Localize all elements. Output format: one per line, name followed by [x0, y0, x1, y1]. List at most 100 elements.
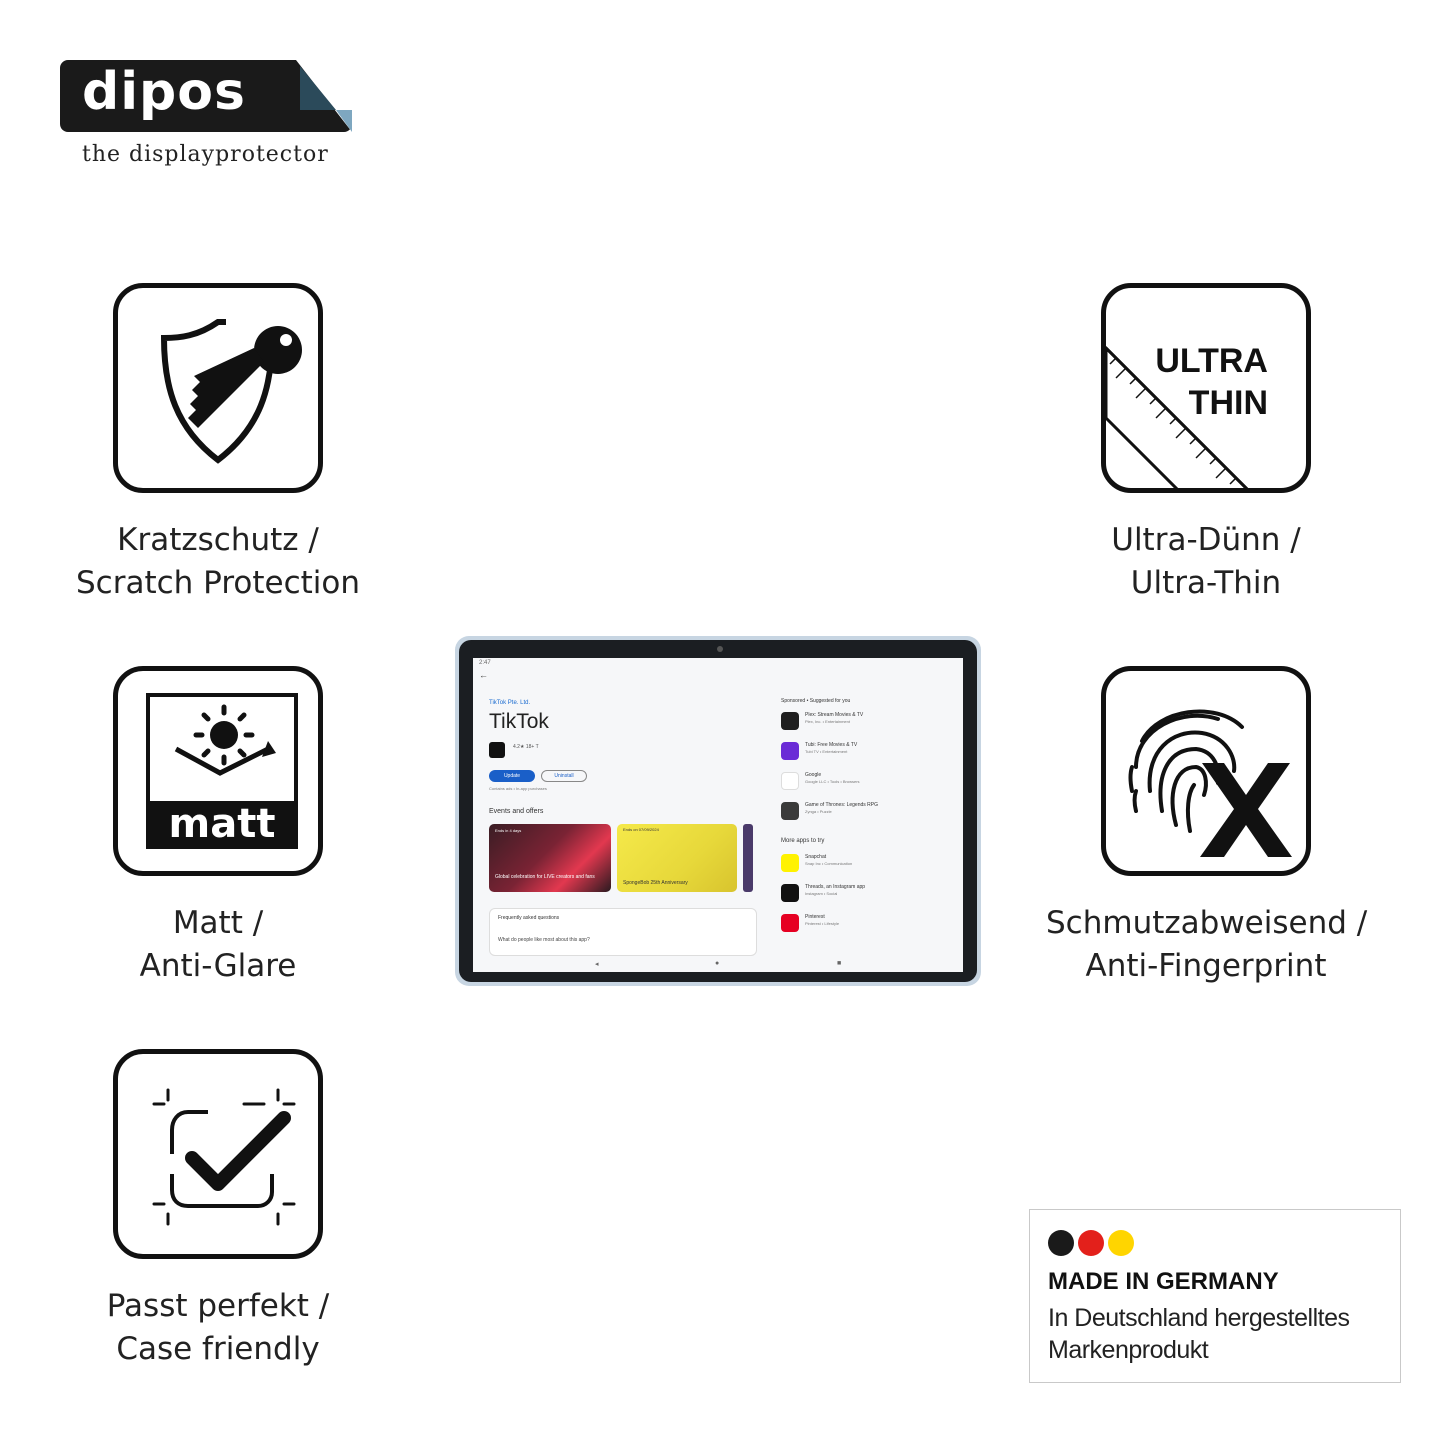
feature-caption: Kratzschutz / Scratch Protection — [58, 519, 378, 605]
logo-tagline: the displayprotector — [82, 142, 329, 167]
list-item[interactable]: Pinterest Pinterest • Lifestyle — [781, 912, 957, 942]
faq-title: Frequently asked questions — [498, 915, 560, 921]
feature-caption: Ultra-Dünn / Ultra-Thin — [1046, 519, 1366, 605]
caption-de: Matt / — [172, 905, 264, 941]
feature-caption: Matt / Anti-Glare — [58, 902, 378, 988]
feature-tile — [1101, 666, 1311, 876]
app-sub: Google LLC • Tools • Browsers — [805, 779, 860, 784]
app-icon — [781, 914, 799, 932]
contains-ads-note: Contains ads • In-app purchases — [489, 786, 547, 791]
feature-scratch-protection: Kratzschutz / Scratch Protection — [58, 283, 378, 605]
logo-box: dipos — [60, 60, 352, 132]
app-icon — [781, 802, 799, 820]
caption-de: Kratzschutz / — [117, 522, 319, 558]
app-name: Snapchat — [805, 854, 827, 860]
list-item[interactable]: Snapchat Snap Inc • Communication — [781, 852, 957, 882]
app-name: Plex: Stream Movies & TV — [805, 712, 864, 718]
thin-label: THIN — [1188, 384, 1268, 422]
list-item[interactable]: Google Google LLC • Tools • Browsers — [781, 770, 957, 800]
gold-dot-icon — [1108, 1230, 1134, 1256]
made-in-germany-subtitle: In Deutschland hergestelltes Markenprodu… — [1048, 1302, 1350, 1366]
feature-tile — [113, 283, 323, 493]
nav-recents-icon[interactable]: ■ — [837, 960, 842, 967]
made-in-germany-badge: MADE IN GERMANY In Deutschland hergestel… — [1029, 1209, 1401, 1383]
nav-home-icon[interactable]: ● — [715, 960, 720, 967]
app-icon — [781, 712, 799, 730]
app-name: Game of Thrones: Legends RPG — [805, 802, 879, 808]
fingerprint-x-icon — [1128, 709, 1292, 857]
nav-bar: ◂ ● ■ — [473, 958, 963, 972]
caption-de: Schmutzabweisend / — [1046, 905, 1368, 941]
update-button[interactable]: Update — [489, 770, 535, 782]
app-name: Google — [805, 772, 822, 778]
sun-reflection-icon — [174, 704, 276, 776]
feature-tile: ULTRA THIN — [1101, 283, 1311, 493]
made-in-germany-title: MADE IN GERMANY — [1048, 1268, 1279, 1295]
feature-caption: Schmutzabweisend / Anti-Fingerprint — [1046, 902, 1368, 988]
nav-back-icon[interactable]: ◂ — [595, 961, 599, 968]
app-sub: Pinterest • Lifestyle — [805, 921, 840, 926]
suggestions-panel: Sponsored • Suggested for you Plex: Stre… — [781, 698, 957, 942]
list-item[interactable]: Tubi: Free Movies & TV Tubi TV • Enterta… — [781, 740, 957, 770]
logo-wordmark: dipos — [82, 62, 246, 122]
ultra-thin-label: ULTRA THIN — [1148, 340, 1268, 424]
list-item[interactable]: Plex: Stream Movies & TV Plex, Inc. • En… — [781, 710, 957, 740]
event-card[interactable]: Ends in 4 days Global celebration for LI… — [489, 824, 611, 892]
events-title: Events and offers — [489, 808, 544, 815]
event-card-badge: Ends on 07/09/2024 — [623, 827, 659, 832]
app-name: Tubi: Free Movies & TV — [805, 742, 858, 748]
brand-logo: dipos the displayprotector — [60, 60, 360, 180]
caption-de: Passt perfekt / — [106, 1288, 330, 1324]
event-card[interactable] — [743, 824, 753, 892]
event-card-badge: Ends in 4 days — [495, 828, 522, 833]
matt-label: matt — [146, 801, 298, 849]
caption-en: Ultra-Thin — [1130, 565, 1282, 601]
list-item[interactable]: Threads, an Instagram app Instagram • So… — [781, 882, 957, 912]
caption-en: Scratch Protection — [76, 565, 360, 601]
app-sub: Tubi TV • Entertainment — [805, 749, 848, 754]
faq-question[interactable]: What do people like most about this app? — [498, 937, 590, 943]
feature-tile: matt — [113, 666, 323, 876]
app-icon — [781, 884, 799, 902]
feature-caption: Passt perfekt / Case friendly — [58, 1285, 378, 1371]
app-meta: 4.2★ 18+ T — [513, 744, 539, 750]
event-card[interactable]: Ends on 07/09/2024 SpongeBob 25th Annive… — [617, 824, 737, 892]
camera-icon — [717, 646, 723, 652]
feature-anti-fingerprint: Schmutzabweisend / Anti-Fingerprint — [1046, 666, 1368, 988]
event-card-text: SpongeBob 25th Anniversary — [623, 880, 688, 886]
caption-de: Ultra-Dünn / — [1111, 522, 1301, 558]
app-icon — [781, 772, 799, 790]
subtitle-line: Markenprodukt — [1048, 1336, 1209, 1364]
list-item[interactable]: Game of Thrones: Legends RPG Zynga • Puz… — [781, 800, 957, 830]
app-publisher[interactable]: TikTok Pte. Ltd. — [489, 700, 531, 706]
event-card-text: Global celebration for LIVE creators and… — [495, 874, 595, 880]
tiktok-icon — [489, 742, 505, 758]
app-sub: Plex, Inc. • Entertainment — [805, 719, 850, 724]
app-sub: Snap Inc • Communication — [805, 861, 853, 866]
app-title: TikTok — [489, 710, 549, 733]
caption-en: Anti-Glare — [139, 948, 297, 984]
app-name: Threads, an Instagram app — [805, 884, 866, 890]
checkmark-frame-icon — [152, 1088, 296, 1226]
tablet-bezel: 2:47 ← TikTok Pte. Ltd. TikTok 4.2★ 18+ … — [459, 640, 977, 982]
caption-en: Case friendly — [116, 1331, 320, 1367]
suggested-header: Sponsored • Suggested for you — [781, 698, 851, 704]
back-arrow-icon[interactable]: ← — [479, 670, 488, 680]
tablet-product-image: 2:47 ← TikTok Pte. Ltd. TikTok 4.2★ 18+ … — [455, 636, 981, 986]
app-icon — [781, 854, 799, 872]
app-sub: Zynga • Puzzle — [805, 809, 832, 814]
app-icon — [781, 742, 799, 760]
more-apps-header[interactable]: More apps to try — [781, 838, 825, 844]
status-time: 2:47 — [479, 660, 491, 666]
subtitle-line: In Deutschland hergestelltes — [1048, 1304, 1350, 1332]
faq-panel[interactable]: Frequently asked questions What do peopl… — [489, 908, 757, 956]
ultra-label: ULTRA — [1155, 342, 1268, 380]
tablet-screen: 2:47 ← TikTok Pte. Ltd. TikTok 4.2★ 18+ … — [473, 658, 963, 972]
caption-en: Anti-Fingerprint — [1085, 948, 1327, 984]
logo-corner-icon — [296, 60, 352, 132]
ruler-ultra-thin-icon — [1106, 345, 1249, 488]
uninstall-button[interactable]: Uninstall — [541, 770, 587, 782]
black-dot-icon — [1048, 1230, 1074, 1256]
feature-tile — [113, 1049, 323, 1259]
app-name: Pinterest — [805, 914, 825, 920]
